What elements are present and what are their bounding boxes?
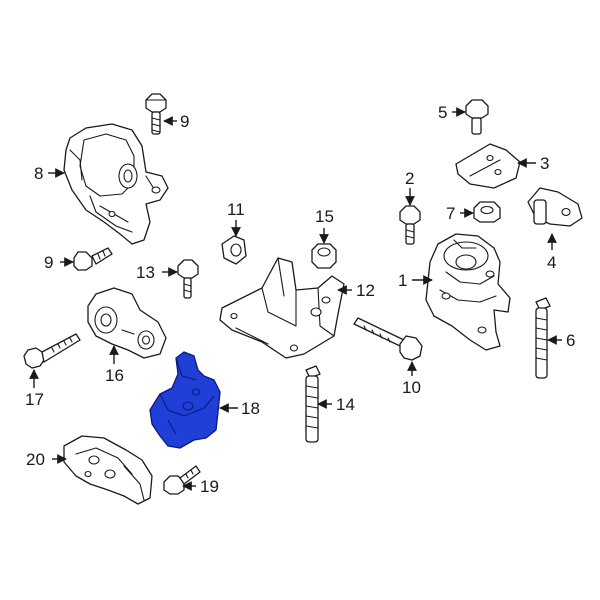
part-1-engine-mount[interactable] [425, 233, 511, 351]
callout-12: 12 [356, 281, 375, 300]
part-7-nut[interactable] [473, 201, 501, 223]
part-9-bolt-top[interactable] [145, 93, 167, 135]
callout-15: 15 [315, 207, 334, 226]
callout-18: 18 [241, 399, 260, 418]
part-15-nut[interactable] [311, 243, 337, 269]
callout-17: 17 [25, 390, 44, 409]
callout-9-lower: 9 [44, 253, 53, 272]
callout-labels: 9 8 9 11 13 15 12 16 17 18 14 20 19 5 3 … [25, 103, 575, 496]
part-18-mount-bracket[interactable] [149, 351, 221, 449]
part-19-bolt[interactable] [163, 465, 201, 495]
part-2-bolt[interactable] [399, 205, 421, 245]
callout-13: 13 [136, 263, 155, 282]
callout-11: 11 [227, 200, 245, 219]
part-12-bracket[interactable] [219, 257, 345, 359]
callout-7: 7 [446, 204, 455, 223]
callout-6: 6 [566, 331, 575, 350]
callout-5: 5 [438, 103, 447, 122]
callout-20: 20 [26, 450, 45, 469]
part-3-plate[interactable] [455, 143, 521, 189]
callout-10: 10 [402, 378, 421, 397]
callout-1: 1 [398, 271, 407, 290]
callout-4: 4 [547, 253, 556, 272]
part-13-bolt[interactable] [177, 259, 199, 299]
callout-19: 19 [200, 477, 219, 496]
part-9-bolt-lower[interactable] [73, 247, 113, 271]
part-4-bracket[interactable] [527, 187, 583, 227]
part-8-transmission-mount[interactable] [63, 123, 169, 245]
part-14-stud[interactable] [305, 365, 321, 443]
callout-8: 8 [34, 164, 43, 183]
part-11-bushing[interactable] [221, 235, 247, 265]
part-18-body[interactable] [149, 351, 221, 449]
callout-16: 16 [105, 366, 124, 385]
part-10-bolt[interactable] [353, 317, 423, 361]
part-16-torque-mount[interactable] [87, 287, 167, 359]
callout-14: 14 [336, 395, 355, 414]
part-20-bracket[interactable] [63, 435, 153, 505]
callout-2: 2 [405, 169, 414, 188]
part-17-bolt[interactable] [23, 333, 81, 369]
leader-lines [29, 107, 562, 491]
part-6-stud[interactable] [535, 297, 551, 379]
callout-3: 3 [540, 154, 549, 173]
callout-9-top: 9 [180, 112, 189, 131]
part-5-bolt[interactable] [465, 99, 489, 135]
